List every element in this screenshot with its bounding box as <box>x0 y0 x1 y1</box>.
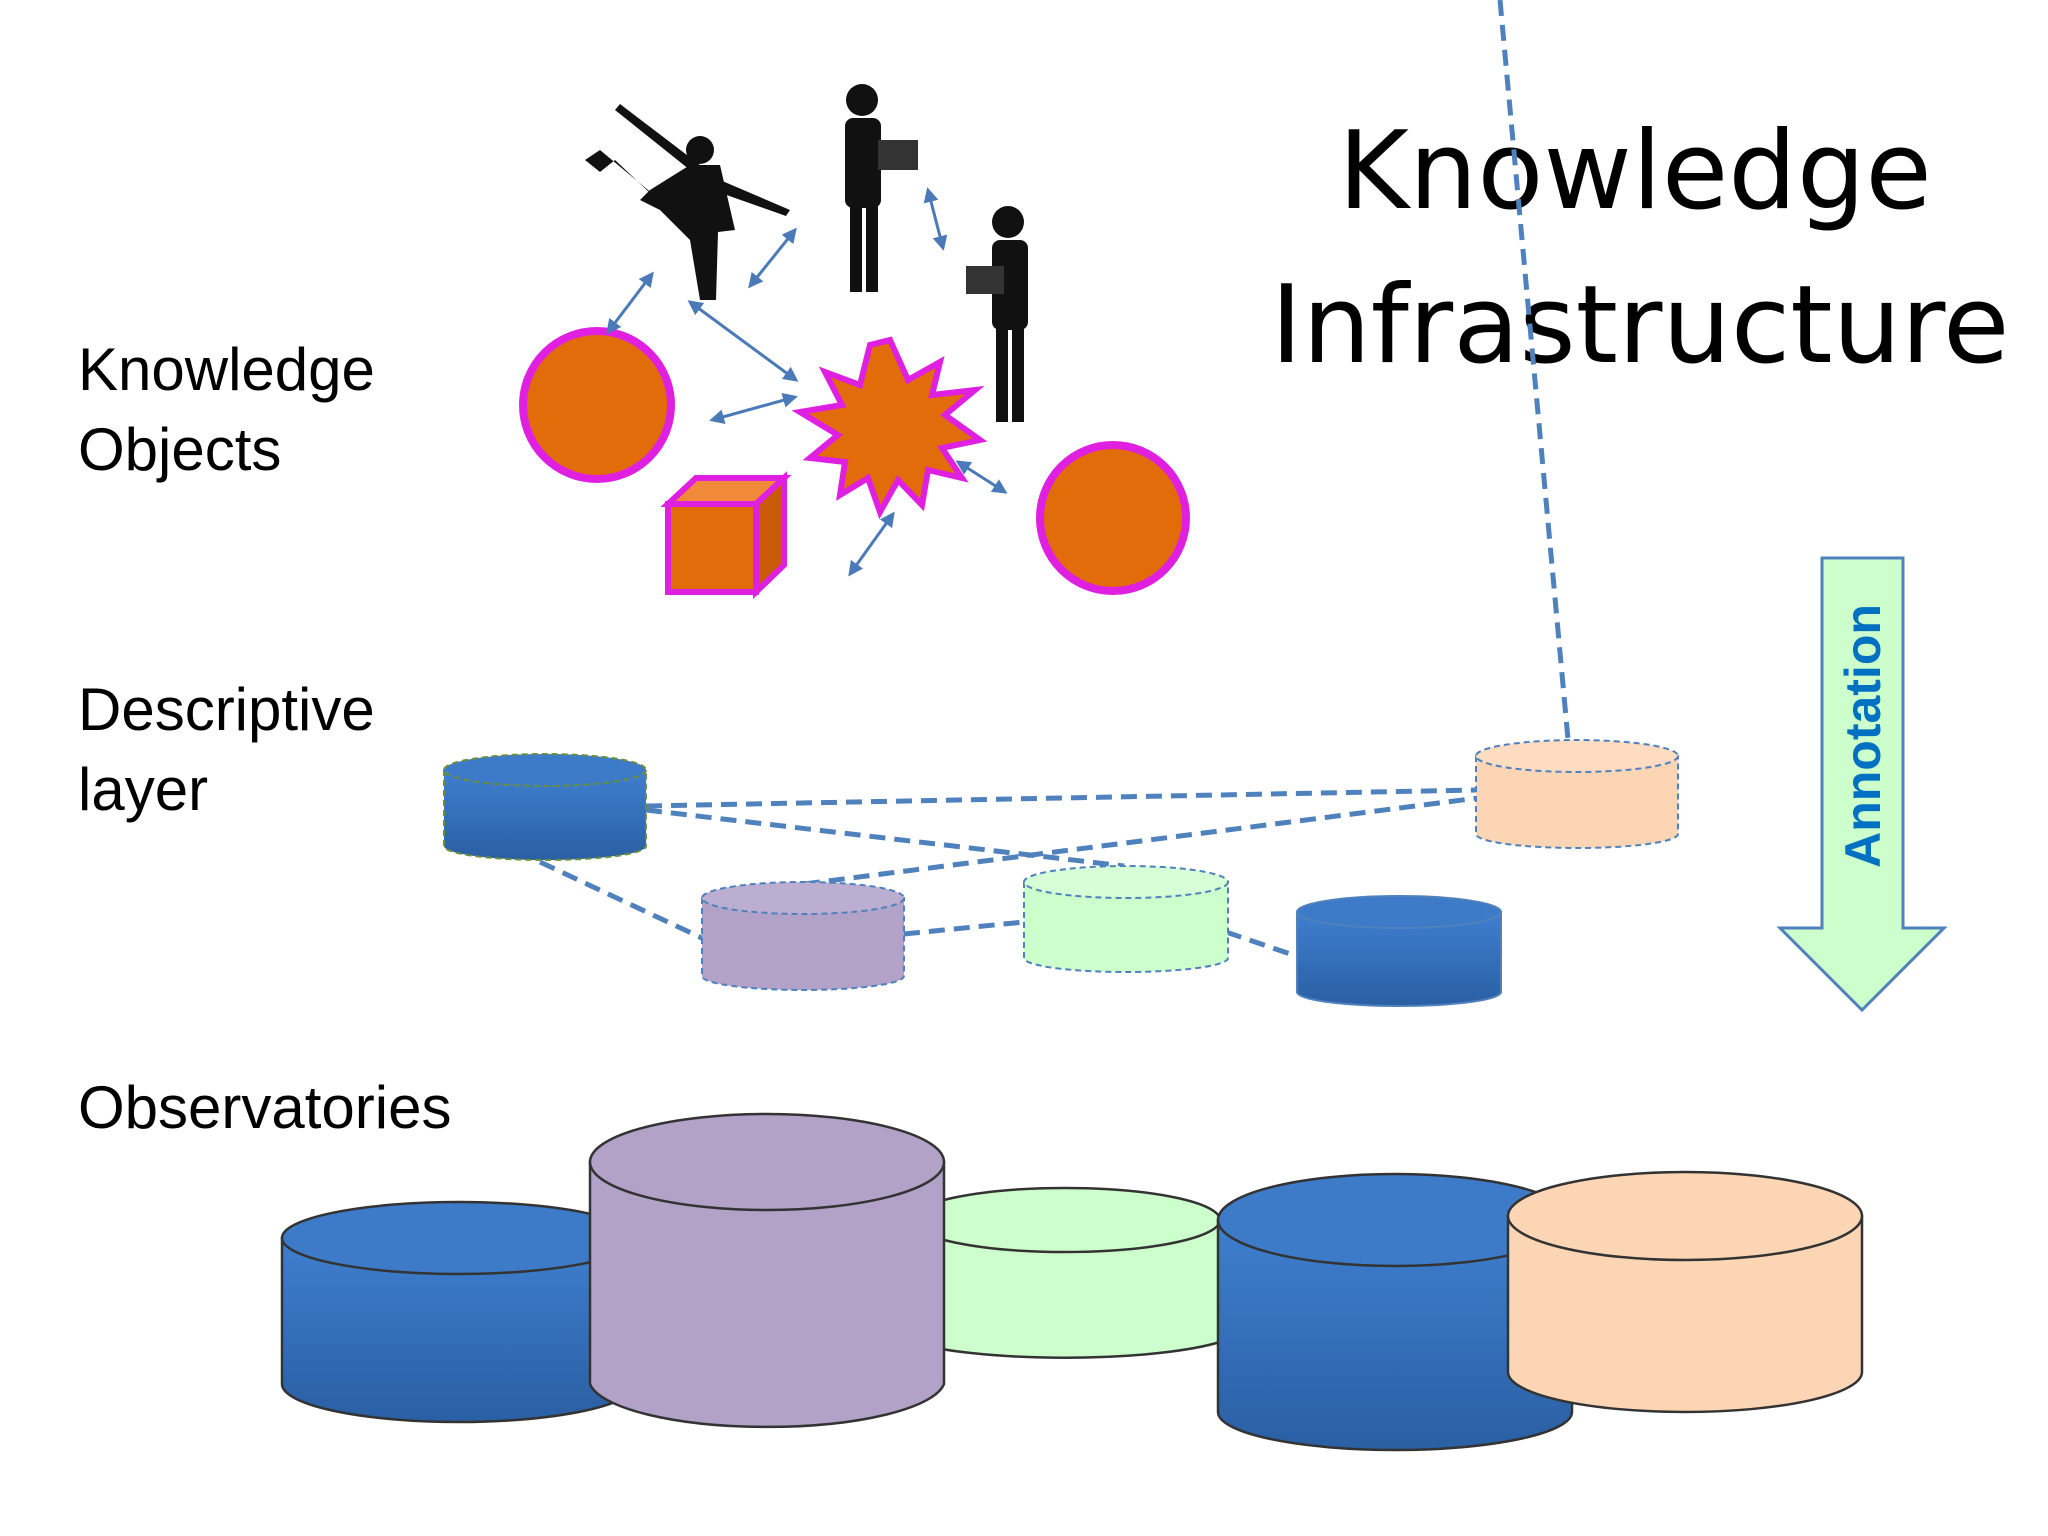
person-figure-icon <box>585 104 790 300</box>
descriptive-layer-group <box>443 0 1679 1007</box>
observatory-cylinder-peach <box>1506 1170 1864 1414</box>
title-line-2: Infrastructure <box>1270 263 2010 388</box>
label-knowledge-objects-1: Knowledge <box>78 336 375 403</box>
observatory-cylinder-purple <box>588 1112 946 1429</box>
descriptive-cylinder-peach <box>1475 739 1679 849</box>
cube-object-icon <box>660 471 792 600</box>
observatory-cylinder-blue-2 <box>1216 1172 1574 1452</box>
descriptive-cylinder-purple <box>701 881 905 991</box>
label-observatories: Observatories <box>78 1074 452 1141</box>
knowledge-objects-group <box>519 84 1190 600</box>
annotation-label: Annotation <box>1835 604 1891 868</box>
descriptive-cylinder-blue-2 <box>1296 895 1502 1007</box>
person-figure-icon <box>845 84 918 292</box>
circle-object-icon <box>519 327 675 483</box>
observatory-cylinder-blue-1 <box>280 1200 638 1424</box>
person-figure-icon <box>966 206 1028 422</box>
descriptive-links <box>538 0 1581 959</box>
title-line-1: Knowledge <box>1338 109 1932 234</box>
label-descriptive-2: layer <box>78 756 209 823</box>
circle-object-icon <box>1036 441 1190 595</box>
descriptive-cylinder-blue-1 <box>443 753 647 861</box>
object-relations <box>606 187 1008 577</box>
label-knowledge-objects-2: Objects <box>78 416 282 483</box>
descriptive-cylinder-green <box>1023 865 1229 973</box>
observatories-group <box>280 1112 1864 1452</box>
label-descriptive-1: Descriptive <box>78 676 375 743</box>
starburst-object-icon <box>791 336 988 520</box>
observatory-cylinder-green <box>908 1186 1222 1359</box>
annotation-arrow: Annotation <box>1776 556 1948 1013</box>
